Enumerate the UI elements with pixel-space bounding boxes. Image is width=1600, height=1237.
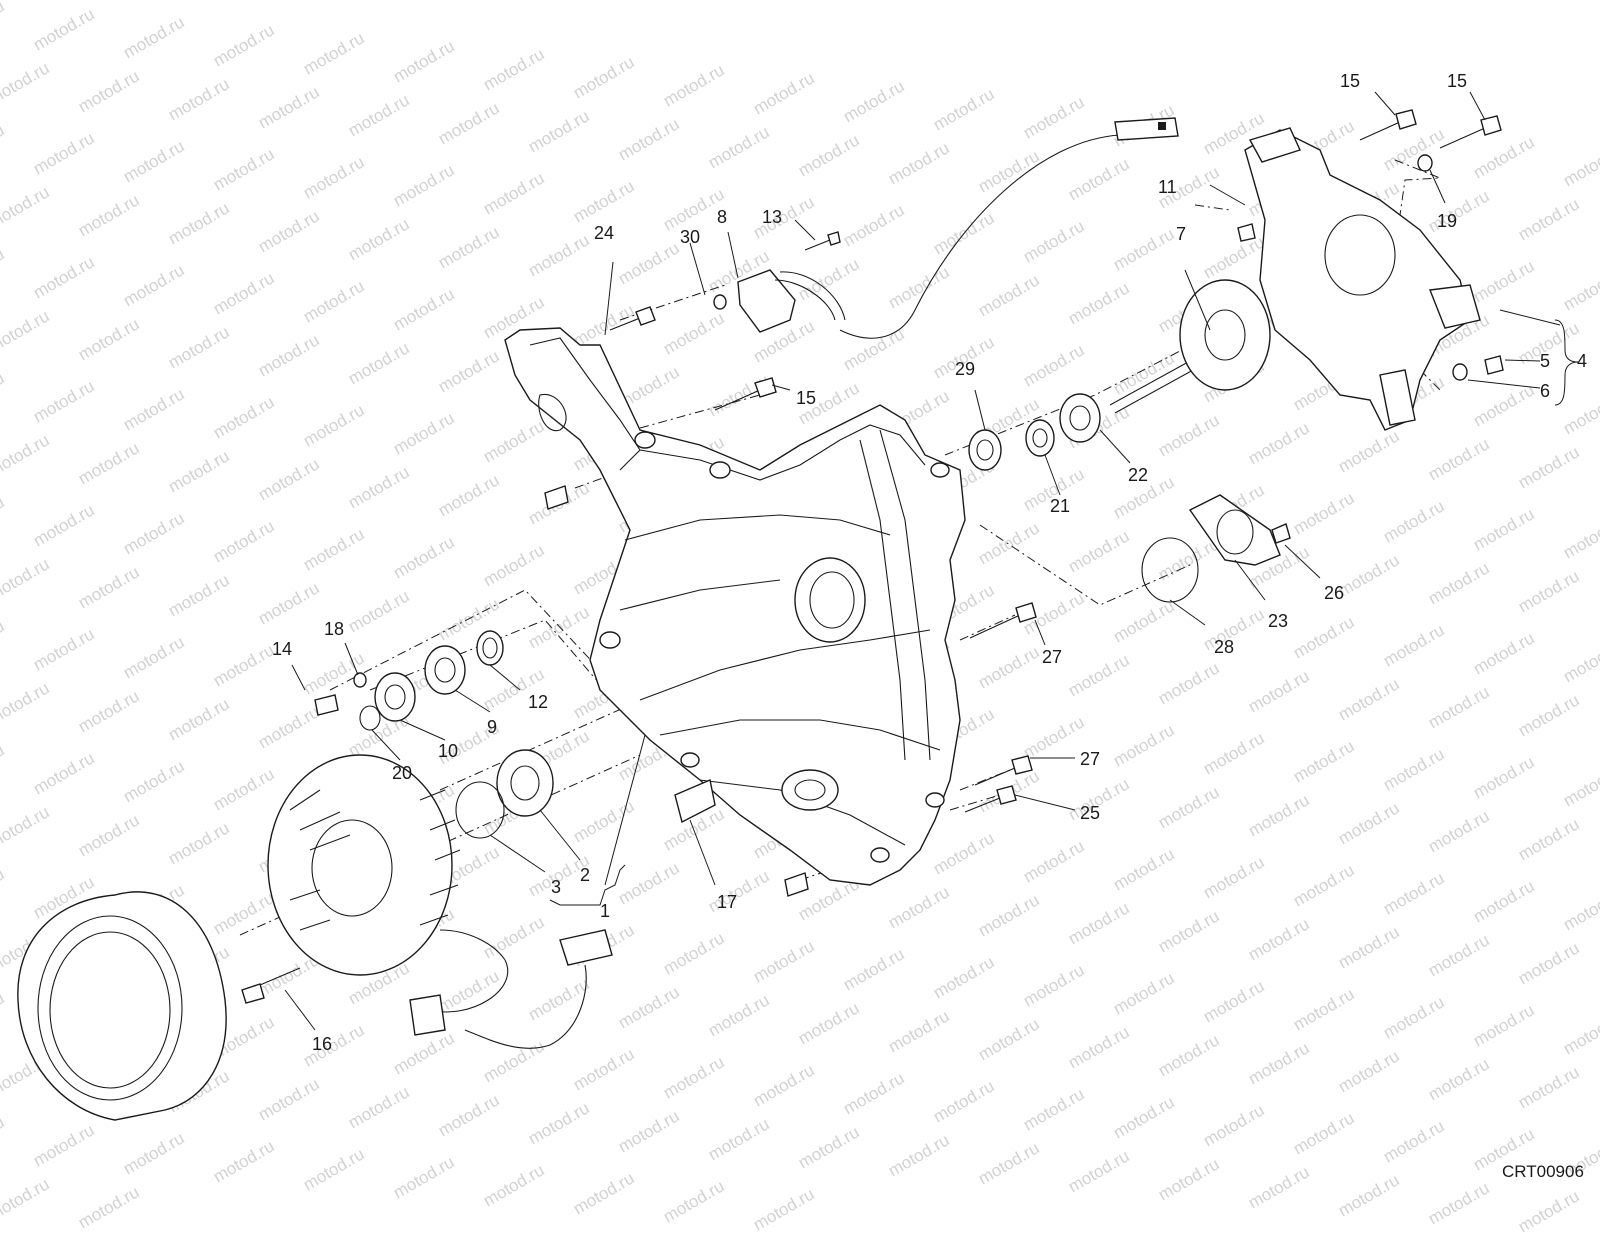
water-pump-cover — [1244, 127, 1504, 431]
callout-15c: 15 — [796, 388, 817, 408]
callout-27b: 27 — [1080, 749, 1101, 769]
callout-15a: 15 — [1340, 71, 1361, 91]
callout-12: 12 — [528, 692, 549, 712]
callout-14: 14 — [272, 639, 293, 659]
callout-26: 26 — [1324, 583, 1345, 603]
callout-21: 21 — [1050, 496, 1071, 516]
screws — [241, 109, 1502, 1004]
callout-19: 19 — [1437, 211, 1458, 231]
callout-24: 24 — [594, 223, 615, 243]
callout-8: 8 — [717, 207, 728, 227]
callout-23: 23 — [1268, 611, 1289, 631]
brace-4 — [1554, 319, 1579, 406]
callout-18: 18 — [324, 619, 345, 639]
spring-clip — [674, 779, 716, 824]
pickup-sensor — [737, 117, 1179, 339]
callout-10: 10 — [438, 741, 459, 761]
callout-25: 25 — [1080, 803, 1101, 823]
callout-17: 17 — [717, 892, 738, 912]
leader-lines — [284, 91, 1561, 1031]
bearings-and-seals — [353, 154, 1468, 839]
callout-15b: 15 — [1447, 71, 1468, 91]
callout-6: 6 — [1540, 381, 1551, 401]
callout-20: 20 — [392, 763, 413, 783]
flywheel-rotor — [17, 891, 227, 1121]
diagram-code: CRT00906 — [1502, 1162, 1584, 1181]
callout-13: 13 — [762, 207, 783, 227]
callout-2: 2 — [580, 865, 591, 885]
seal-housing — [1141, 494, 1281, 603]
crankcase-cover — [504, 327, 966, 886]
callout-29: 29 — [955, 359, 976, 379]
callout-16: 16 — [312, 1034, 333, 1054]
callout-11: 11 — [1158, 177, 1177, 197]
callout-28: 28 — [1214, 637, 1235, 657]
callout-27a: 27 — [1042, 647, 1063, 667]
callout-30: 30 — [680, 227, 701, 247]
callout-22: 22 — [1128, 465, 1149, 485]
callout-7: 7 — [1176, 224, 1187, 244]
callout-4: 4 — [1577, 351, 1588, 371]
water-pump-impeller — [1109, 279, 1271, 414]
callout-3: 3 — [551, 877, 562, 897]
callout-9: 9 — [487, 717, 498, 737]
callout-1: 1 — [600, 901, 611, 921]
callout-5: 5 — [1540, 351, 1551, 371]
alternator-stator — [267, 754, 613, 1049]
dowel-pins — [544, 485, 809, 897]
